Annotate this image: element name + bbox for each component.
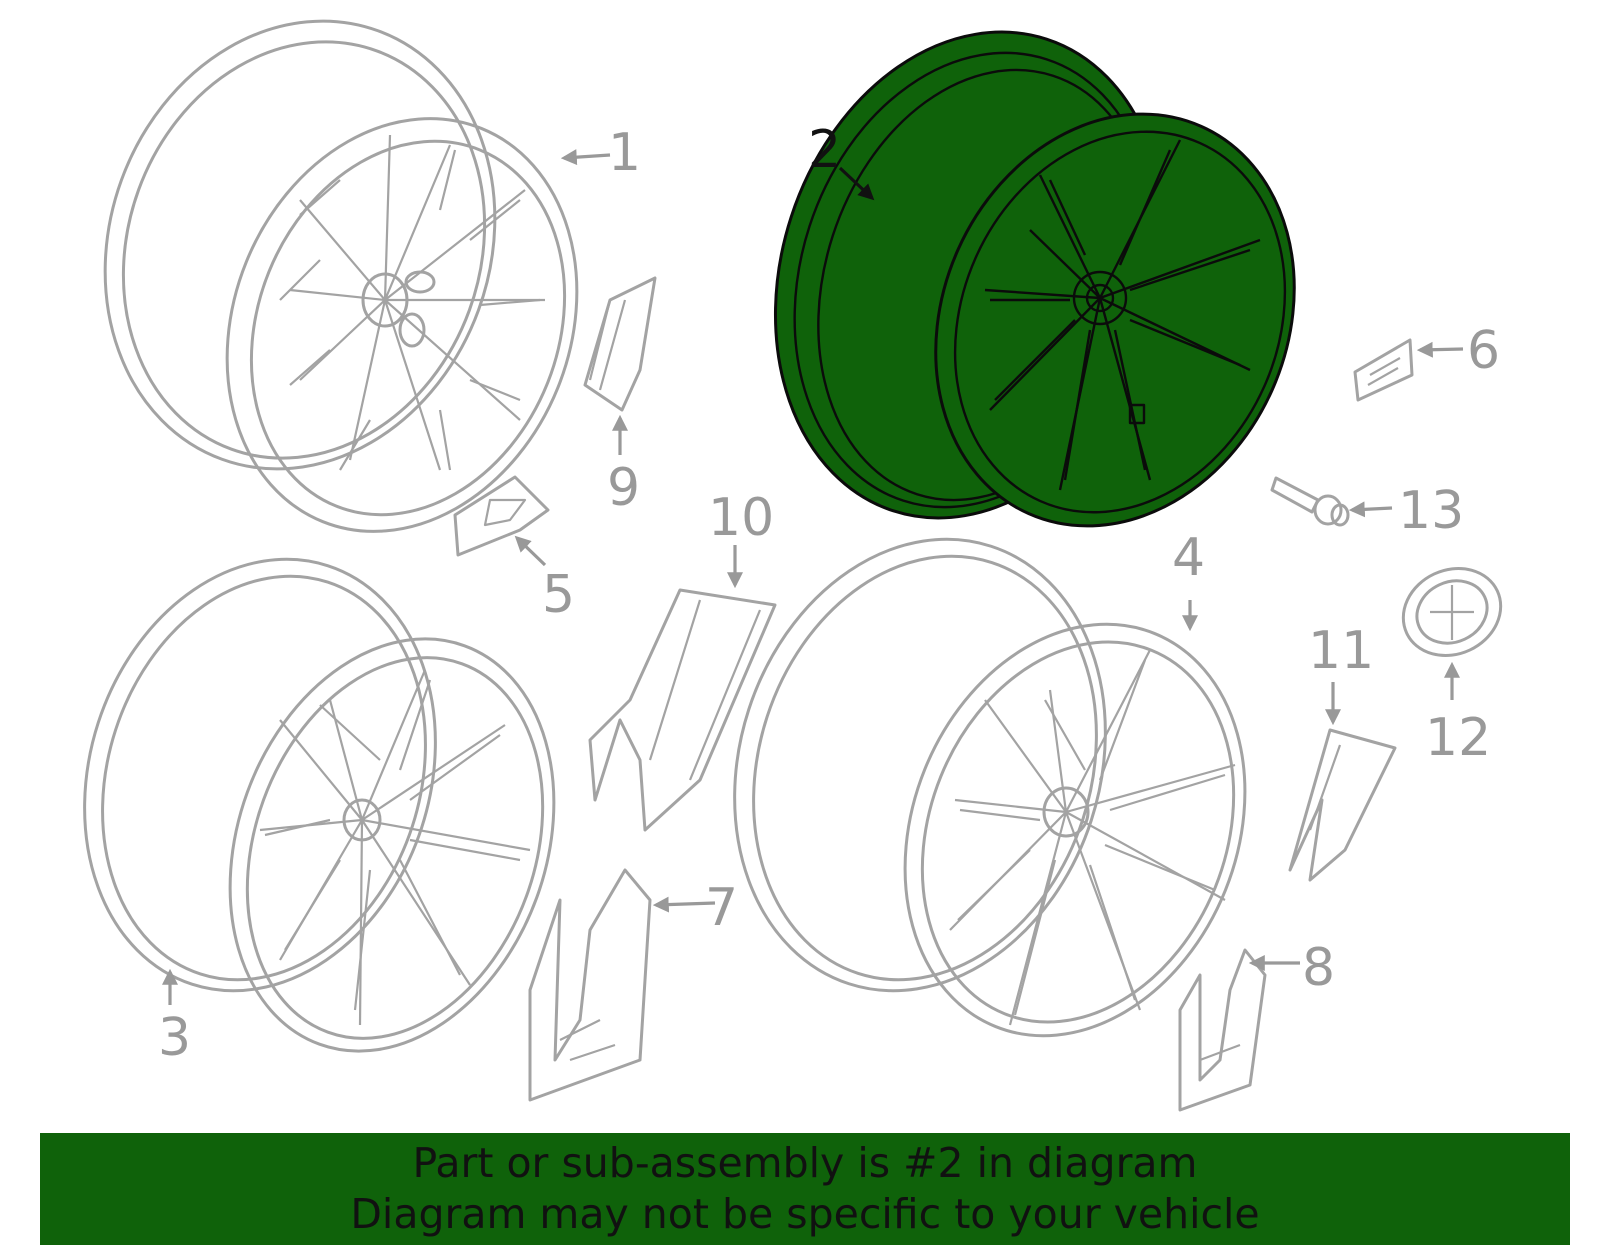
part-13-bolt[interactable] — [1270, 476, 1350, 527]
callout-2: 2 — [808, 120, 841, 180]
callout-9: 9 — [607, 458, 640, 518]
part-11-trim[interactable] — [1288, 728, 1397, 882]
banner-line-1: Part or sub-assembly is #2 in diagram — [412, 1139, 1198, 1187]
part-7-trim[interactable] — [528, 868, 652, 1102]
part-6-emblem[interactable] — [1353, 338, 1414, 402]
callout-8: 8 — [1302, 938, 1335, 998]
callout-4: 4 — [1172, 528, 1205, 588]
wheel-part-1[interactable] — [43, 0, 637, 584]
part-10-trim[interactable] — [588, 588, 777, 832]
wheel-part-4[interactable] — [678, 491, 1305, 1088]
callout-1: 1 — [608, 123, 641, 183]
callout-7: 7 — [705, 878, 738, 938]
wheel-part-2-highlighted[interactable] — [715, 0, 1359, 584]
banner-line-2: Diagram may not be specific to your vehi… — [350, 1190, 1260, 1238]
callout-12: 12 — [1425, 708, 1491, 768]
part-5-badge[interactable] — [453, 475, 550, 557]
callout-6: 6 — [1467, 321, 1500, 381]
callout-3: 3 — [158, 1008, 191, 1068]
callout-13: 13 — [1398, 481, 1464, 541]
info-banner: Part or sub-assembly is #2 in diagram Di… — [40, 1133, 1570, 1245]
wheel-part-3[interactable] — [30, 513, 609, 1097]
callout-10: 10 — [708, 488, 774, 548]
part-12-hub-cap[interactable] — [1389, 553, 1515, 671]
leader-arrows — [162, 149, 1464, 1005]
part-8-trim[interactable] — [1178, 948, 1267, 1112]
part-9-cover[interactable] — [583, 276, 657, 412]
callout-11: 11 — [1308, 621, 1374, 681]
callout-5: 5 — [542, 565, 575, 625]
